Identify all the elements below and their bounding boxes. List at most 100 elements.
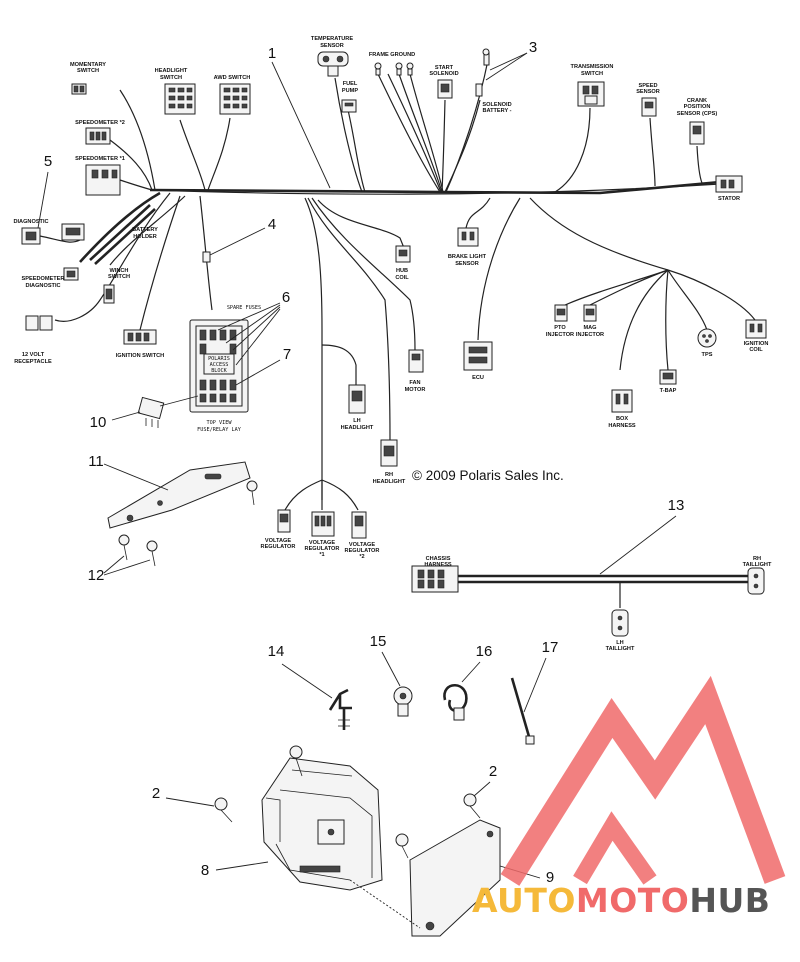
svg-text:BRAKE LIGHT: BRAKE LIGHT (448, 254, 487, 260)
watermark-triangle-icon (500, 675, 786, 886)
svg-text:BATTERY: BATTERY (132, 227, 158, 233)
relay-10: 10 (90, 395, 199, 431)
fuse-relay-box: POLARIS ACCESS BLOCK SPARE FUSES TOP VIE… (189, 305, 261, 433)
svg-text:POSITION: POSITION (684, 104, 711, 110)
frame-ground-terminals: FRAME GROUND (369, 52, 415, 76)
svg-text:IGNITION SWITCH: IGNITION SWITCH (116, 353, 164, 359)
mag-injector-connector: MAG INJECTOR (576, 304, 604, 338)
svg-text:SPEEDOMETER *1: SPEEDOMETER *1 (75, 156, 125, 162)
svg-text:SWITCH: SWITCH (77, 68, 99, 74)
speedometer-diagnostic-connector: SPEEDOMETER DIAGNOSTIC (22, 267, 79, 289)
svg-text:VOLTAGE: VOLTAGE (265, 538, 291, 544)
callout-4-group: 4 (202, 216, 276, 263)
svg-text:RH: RH (385, 472, 393, 478)
svg-text:T-BAP: T-BAP (660, 388, 677, 394)
svg-text:REGULATOR: REGULATOR (345, 548, 380, 554)
callout-16: 16 (476, 643, 493, 660)
svg-text:STATOR: STATOR (718, 196, 740, 202)
svg-text:SOLENOID: SOLENOID (482, 102, 511, 108)
svg-text:FAN: FAN (409, 380, 420, 386)
ignition-coil-connector: IGNITION COIL (744, 319, 769, 353)
svg-text:SPEEDOMETER: SPEEDOMETER (22, 276, 65, 282)
svg-text:HARNESS: HARNESS (608, 423, 636, 429)
svg-text:WINCH: WINCH (110, 268, 129, 274)
svg-text:START: START (435, 65, 454, 71)
svg-text:TRANSMISSION: TRANSMISSION (571, 64, 614, 70)
svg-text:SWITCH: SWITCH (581, 71, 603, 77)
battery-holder: BATTERY HOLDER (89, 204, 158, 265)
cable-clamp-16: 16 (443, 643, 493, 721)
svg-text:COIL: COIL (395, 275, 409, 281)
svg-text:AUTOMOTOHUB: AUTOMOTOHUB (472, 881, 770, 920)
push-clip-14: 14 (268, 643, 352, 730)
callout-6-group: 6 (217, 289, 290, 366)
svg-text:IGNITION: IGNITION (744, 341, 769, 347)
svg-text:LH: LH (616, 640, 623, 646)
callout-3: 3 (529, 39, 537, 56)
ignition-switch-connector: IGNITION SWITCH (116, 329, 164, 359)
svg-text:HUB: HUB (396, 268, 408, 274)
callout-11: 11 (88, 453, 104, 470)
callout-12: 12 (88, 567, 105, 584)
svg-text:CHASSIS: CHASSIS (426, 556, 451, 562)
svg-text:FRAME GROUND: FRAME GROUND (369, 52, 415, 58)
solenoid-battery-terminals: SOLENOID BATTERY - 3 (475, 39, 537, 114)
screws-2: 2 2 (152, 745, 497, 859)
callout-2b: 2 (489, 763, 497, 780)
fuel-pump-connector: FUEL PUMP (341, 81, 358, 113)
watermark-hub: HUB (689, 881, 770, 920)
svg-text:POLARIS: POLARIS (208, 356, 230, 362)
svg-text:MOTOR: MOTOR (405, 387, 426, 393)
callout-4: 4 (268, 216, 276, 233)
momentary-switch-connector: MOMENTARY SWITCH (70, 62, 106, 95)
watermark-moto: MOTO (576, 881, 689, 920)
svg-text:SPEEDOMETER *2: SPEEDOMETER *2 (75, 120, 125, 126)
callout-9: 9 (546, 869, 554, 886)
svg-text:HEADLIGHT: HEADLIGHT (373, 479, 406, 485)
svg-text:SENSOR: SENSOR (320, 43, 344, 49)
svg-text:HEADLIGHT: HEADLIGHT (155, 68, 188, 74)
svg-text:SPEED: SPEED (639, 83, 658, 89)
main-harness-trunk (149, 180, 721, 195)
svg-text:PTO: PTO (554, 325, 566, 331)
tps-connector: TPS (697, 328, 717, 358)
tbap-connector: T-BAP (659, 369, 677, 394)
callout-5: 5 (44, 153, 52, 170)
crank-position-sensor-connector: CRANK POSITION SENSOR (CPS) (677, 98, 717, 145)
callout-7-group: 7 (235, 346, 291, 386)
svg-text:RH: RH (753, 556, 761, 562)
brake-light-sensor-connector: BRAKE LIGHT SENSOR (448, 227, 487, 267)
voltage-regulator-connector: VOLTAGE REGULATOR (261, 509, 295, 550)
svg-text:*2: *2 (359, 554, 364, 560)
svg-text:VOLTAGE: VOLTAGE (349, 542, 375, 548)
svg-text:VOLTAGE: VOLTAGE (309, 540, 335, 546)
svg-text:12 VOLT: 12 VOLT (22, 352, 45, 358)
callout-14: 14 (268, 643, 285, 660)
taillight-harness-13: CHASSIS HARNESS RH TAILLIGHT LH TAILLIGH… (411, 497, 772, 652)
svg-text:SPARE FUSES: SPARE FUSES (227, 305, 261, 311)
hub-coil-connector: HUB COIL (395, 245, 411, 281)
svg-text:FUEL: FUEL (343, 81, 358, 87)
ecu-connector: ECU (463, 341, 493, 381)
speedometer-2-connector: SPEEDOMETER *2 (75, 120, 125, 145)
edge-clip-15: 15 (370, 633, 413, 717)
svg-text:ECU: ECU (472, 375, 484, 381)
cable-tie-17: 17 (510, 639, 559, 745)
copyright-text: © 2009 Polaris Sales Inc. (412, 468, 564, 483)
svg-text:BLOCK: BLOCK (211, 368, 227, 374)
awd-switch-connector: AWD SWITCH (214, 75, 251, 115)
callout-17: 17 (542, 639, 559, 656)
svg-text:FUSE/RELAY LAY: FUSE/RELAY LAY (197, 427, 242, 433)
svg-text:LH: LH (353, 418, 360, 424)
headlight-switch-connector: HEADLIGHT SWITCH (155, 68, 196, 115)
svg-text:COIL: COIL (749, 347, 763, 353)
12-volt-receptacle: 12 VOLT RECEPTACLE (14, 315, 53, 365)
svg-text:HOLDER: HOLDER (133, 234, 157, 240)
svg-text:TAILLIGHT: TAILLIGHT (606, 646, 635, 652)
pto-injector-connector: PTO INJECTOR (546, 304, 574, 338)
svg-text:BOX: BOX (616, 416, 628, 422)
callout-6: 6 (282, 289, 290, 306)
speed-sensor-connector: SPEED SENSOR (636, 83, 660, 117)
mounting-bracket-9: 9 (349, 819, 554, 937)
